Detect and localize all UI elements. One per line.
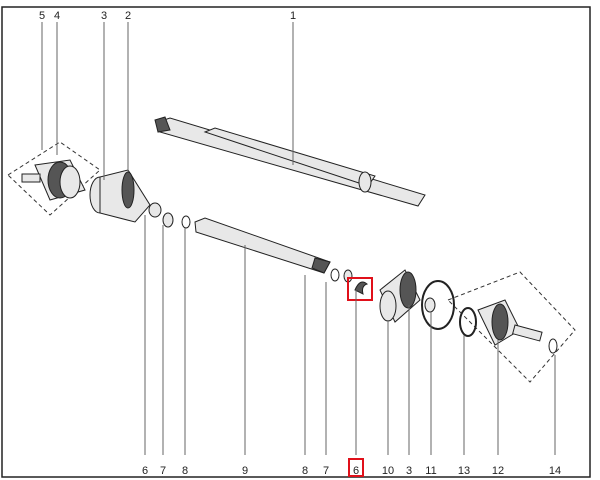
top-leader-lines: [41, 22, 294, 180]
callout-label-1: 1: [290, 10, 296, 22]
part-11-clamp: [421, 280, 455, 330]
callout-label-11: 11: [425, 465, 436, 477]
part-10-3-inner-boot: [379, 269, 421, 323]
callout-label-12: 12: [492, 465, 504, 477]
callout-label-9: 9: [242, 465, 248, 477]
part-2-3-boot: [89, 169, 162, 223]
part-6-7-8-left-rings: [162, 212, 191, 229]
callout-label-8: 8: [182, 465, 188, 477]
callout-label-8: 8: [302, 465, 308, 477]
callout-label-2: 2: [125, 10, 131, 22]
callout-label-7: 7: [160, 465, 166, 477]
callout-label-3: 3: [101, 10, 107, 22]
callout-label-10: 10: [382, 465, 394, 477]
part-4-5-outer-cv-joint: [7, 141, 101, 216]
callout-label-14: 14: [549, 465, 561, 477]
part-12-13-14-inner-cv-joint: [447, 271, 576, 383]
callout-label-6: 6: [142, 465, 148, 477]
part-9-intermediate-shaft: [194, 217, 331, 274]
callout-label-13: 13: [458, 465, 470, 477]
callout-label-6-highlighted: 6: [353, 465, 359, 477]
highlight-label-box: [348, 458, 364, 477]
callout-label-7: 7: [323, 465, 329, 477]
bottom-leader-lines: [144, 215, 556, 455]
callout-label-5: 5: [39, 10, 45, 22]
part-1-drive-shaft: [154, 116, 426, 207]
callout-label-4: 4: [54, 10, 60, 22]
callout-label-3: 3: [406, 465, 412, 477]
highlight-box: [347, 277, 373, 301]
part-6-highlighted-clip: [347, 277, 373, 301]
diagram-frame: [1, 6, 591, 478]
